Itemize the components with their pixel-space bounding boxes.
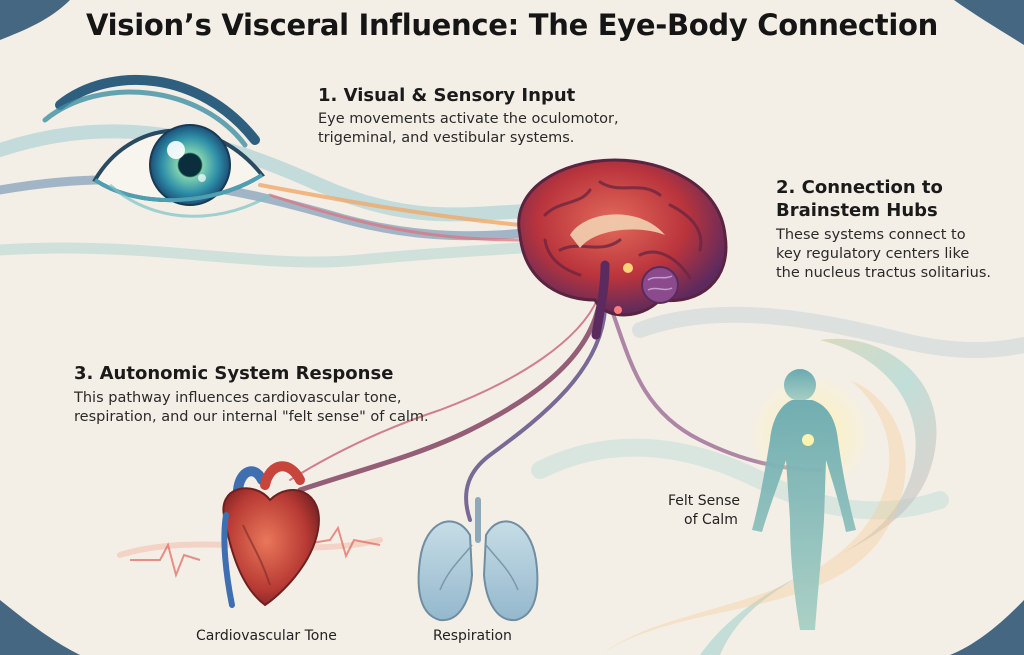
step-2-title-line-1: 2. Connection to	[776, 177, 943, 198]
lungs-icon	[417, 497, 539, 622]
label-felt-sense-line-2: of Calm	[684, 512, 738, 528]
step-2-body-line-2: key regulatory centers like	[776, 246, 970, 262]
step-1-body-line-1: Eye movements activate the oculomotor,	[318, 111, 619, 127]
step-2-body-line-1: These systems connect to	[776, 227, 966, 243]
step-1-body-line-2: trigeminal, and vestibular systems.	[318, 130, 575, 146]
brain-icon	[517, 158, 728, 340]
human-figure-icon	[750, 369, 870, 630]
page-title: Vision’s Visceral Influence: The Eye-Bod…	[86, 8, 938, 42]
eye-icon	[42, 75, 271, 218]
label-cardiovascular-tone: Cardiovascular Tone	[196, 628, 337, 644]
step-3-title: 3. Autonomic System Response	[74, 363, 394, 384]
label-respiration: Respiration	[433, 628, 512, 644]
step-3-body-line-1: This pathway influences cardiovascular t…	[74, 390, 402, 406]
step-2-body-line-3: the nucleus tractus solitarius.	[776, 265, 992, 281]
heart-icon	[130, 461, 381, 608]
nerve-pathways	[289, 297, 822, 522]
label-felt-sense-line-1: Felt Sense	[668, 493, 741, 509]
step-3-body-line-2: respiration, and our internal "felt sens…	[74, 409, 429, 425]
calm-swirl	[600, 338, 937, 655]
step-2-title-line-2: Brainstem Hubs	[776, 200, 938, 221]
step-1-title: 1. Visual & Sensory Input	[318, 85, 576, 106]
